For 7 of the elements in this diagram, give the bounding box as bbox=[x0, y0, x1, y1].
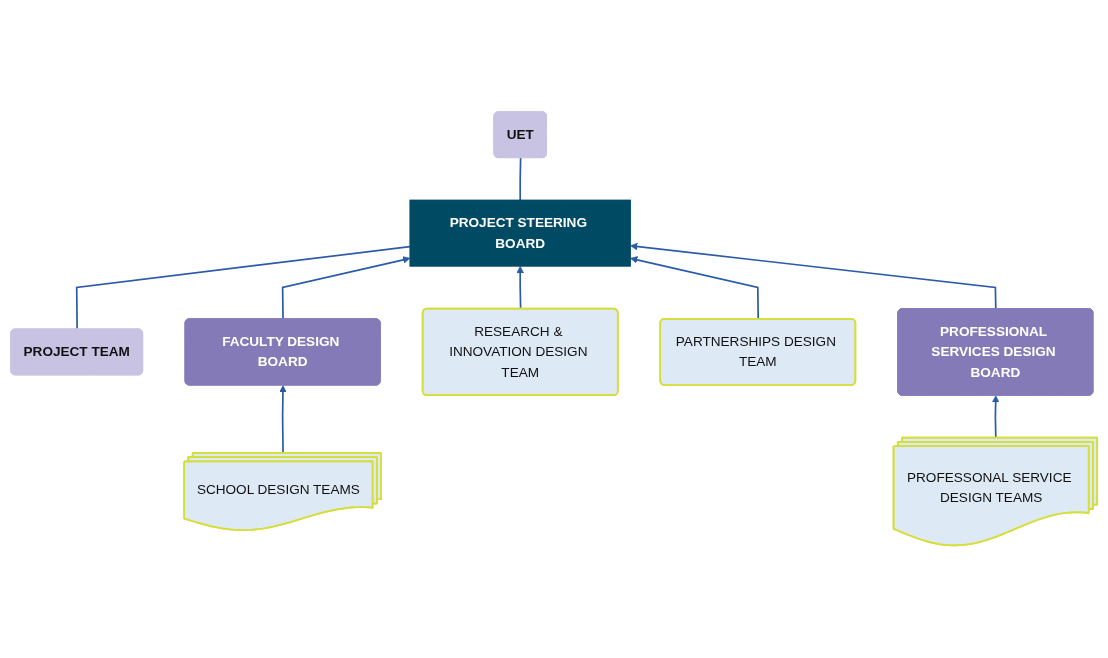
connector bbox=[75, 246, 411, 331]
arrow bbox=[630, 256, 760, 321]
arrow bbox=[630, 243, 997, 311]
node-box: PROJECT STEERING BOARD bbox=[409, 200, 631, 268]
arrow bbox=[281, 256, 411, 321]
arrow bbox=[516, 266, 524, 311]
connector bbox=[519, 157, 522, 202]
